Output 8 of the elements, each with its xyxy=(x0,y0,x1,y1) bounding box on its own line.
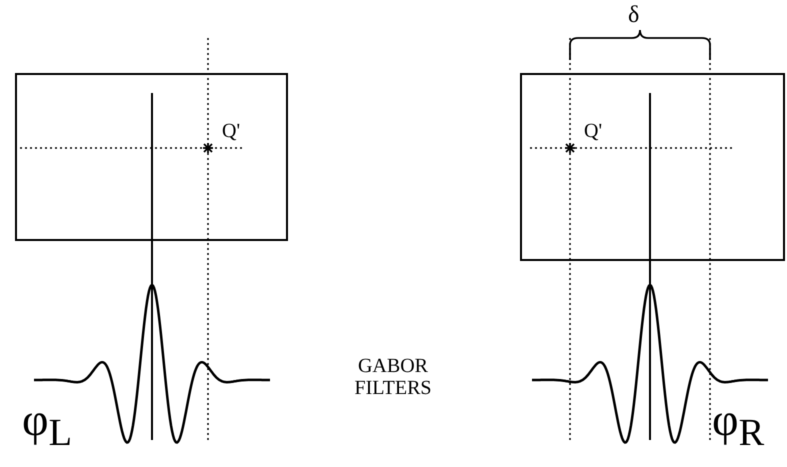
filter-box xyxy=(15,73,288,241)
caption-text: GABOR FILTERS xyxy=(353,355,433,399)
point-label: Q' xyxy=(222,120,240,142)
phi-label: φ$_{R}$ xyxy=(712,395,764,454)
delta-label: δ xyxy=(628,2,640,28)
point-label: Q' xyxy=(584,120,602,142)
phi-label: φ$_{L}$ xyxy=(22,395,72,454)
filter-box xyxy=(520,73,785,261)
